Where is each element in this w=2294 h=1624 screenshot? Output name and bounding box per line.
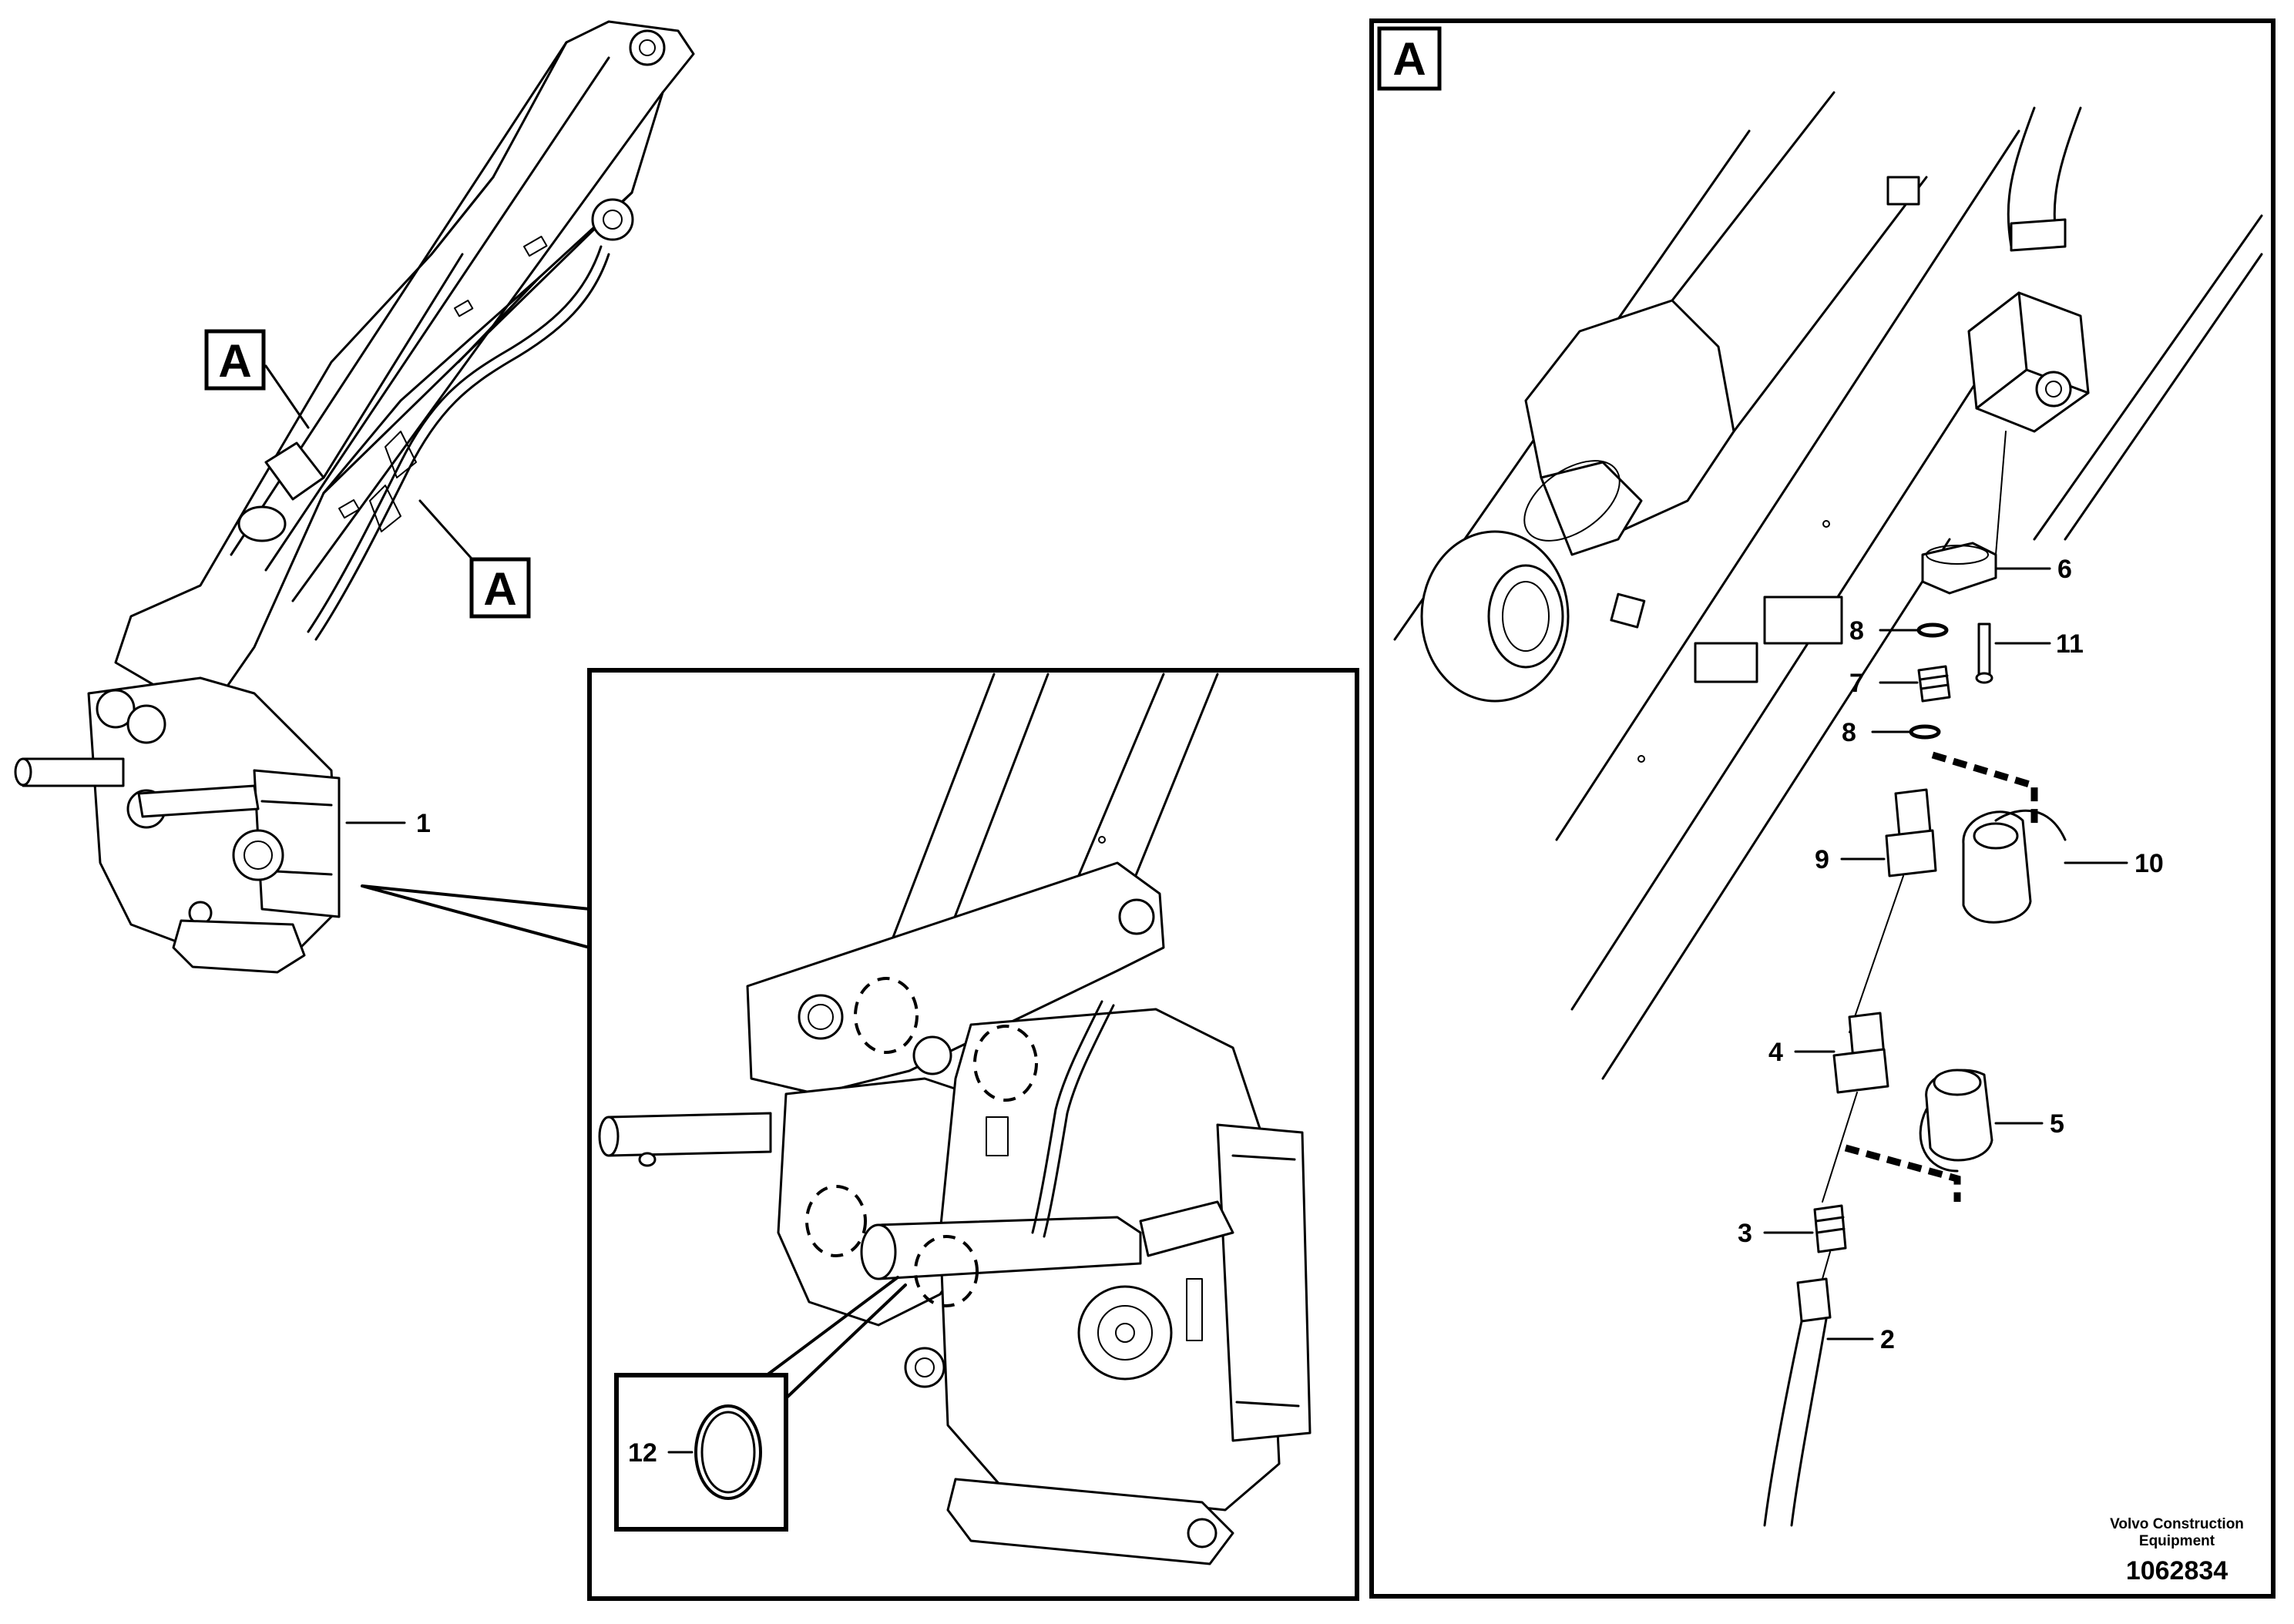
view-a-title: A	[1377, 26, 1442, 91]
callout-a-boom-2: A	[418, 499, 531, 619]
seal-locations	[805, 977, 1038, 1307]
view-a-frame	[1369, 18, 2276, 1599]
label-7: 7	[1849, 669, 1864, 698]
label-8b: 8	[1842, 718, 1856, 747]
o-ring-12	[694, 1404, 762, 1500]
label-5: 5	[2050, 1109, 2064, 1139]
detail-view-rotator	[598, 673, 1312, 1565]
label-9: 9	[1815, 845, 1829, 874]
boom-assembly	[14, 20, 695, 974]
view-a-boom-section	[1393, 91, 2263, 1080]
label-6: 6	[2057, 555, 2072, 584]
label-12: 12	[628, 1438, 657, 1468]
supply-hose	[1967, 106, 2090, 555]
label-10: 10	[2134, 849, 2164, 878]
label-1: 1	[416, 809, 431, 838]
label-8a: 8	[1849, 616, 1864, 646]
label-11: 11	[2056, 629, 2084, 659]
credit-line-2: Equipment	[2138, 1533, 2215, 1549]
document-number: 1062834	[2125, 1556, 2229, 1585]
svg-text:A: A	[218, 335, 251, 387]
label-3: 3	[1738, 1219, 1752, 1248]
seal-detail-frame	[614, 1373, 788, 1532]
svg-text:A: A	[483, 563, 516, 615]
credit-line-1: Volvo Construction	[2110, 1516, 2244, 1532]
callout-a-boom-1: A	[204, 329, 310, 429]
dashed-connector-10	[1931, 751, 2038, 824]
publisher-credit: Volvo Construction Equipment	[2081, 1516, 2273, 1550]
svg-text:A: A	[1392, 33, 1426, 85]
fitting-stack	[1763, 542, 2067, 1527]
label-2: 2	[1880, 1325, 1895, 1354]
detail-view-frame	[587, 668, 1359, 1601]
label-4: 4	[1768, 1038, 1783, 1067]
dashed-connector-5	[1844, 1144, 1961, 1202]
